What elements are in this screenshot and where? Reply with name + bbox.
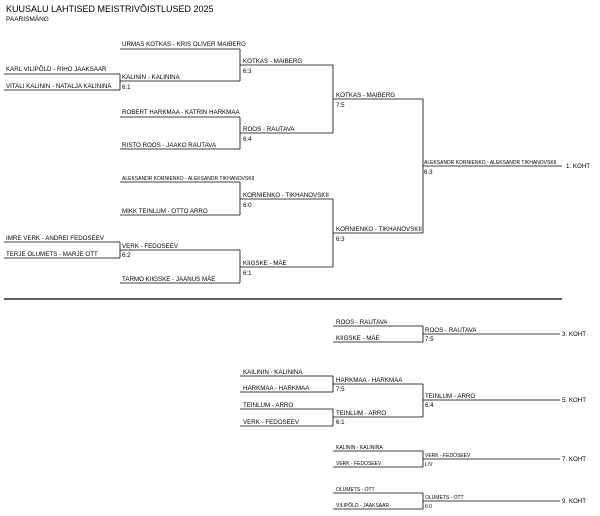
entry-sf-top: KOTKAS - MAIBERG (336, 92, 395, 99)
entry-r1-f: MIKK TEINLUM - OTTO ARRO (122, 208, 208, 215)
score-5th-ab: 7:5 (336, 386, 345, 393)
entry-r2-ab: KOTKAS - MAIBERG (243, 58, 302, 65)
score-7th: L/V (425, 462, 433, 468)
entry-r1-b: KALININ - KALININA (122, 74, 181, 81)
entry-r2-cd: ROOS - RAUTAVA (243, 126, 295, 133)
entry-r1-b1: KARL VILIPÕLD - RIHO JAAKSAAR (6, 66, 107, 73)
score-9th: 6:0 (425, 504, 432, 510)
score-r2-ef: 6:0 (243, 202, 252, 209)
score-5th-cd: 6:1 (336, 419, 345, 426)
entry-3rd-b: KIIGSKE - MÄE (336, 335, 380, 342)
entry-r1-g: VERK - FEDOSEEV (122, 243, 179, 250)
place-7: 7. KOHT (562, 456, 586, 463)
entry-r1-h: TARMO KIIGSKE - JAANUS MÄE (122, 276, 215, 283)
entry-r1-g1: IMRE VERK - ANDREI FEDOSEEV (6, 235, 105, 242)
score-sf-bot: 6:3 (336, 236, 345, 243)
entry-9th-a: OLUMETS - OTT (336, 487, 375, 493)
place-5: 5. KOHT (562, 397, 586, 404)
score-3rd: 7:5 (425, 336, 434, 343)
entry-7th-winner: VERK - FEDOSEEV (425, 453, 471, 459)
entry-3rd-winner: ROOS - RAUTAVA (425, 327, 477, 334)
entry-r2-gh: KIIGSKE - MÄE (243, 260, 287, 267)
place-3: 3. KOHT (562, 331, 586, 338)
bracket-lines (4, 48, 562, 510)
score-r1-g: 6:2 (122, 252, 131, 259)
entry-r2-ef: KORNIENKO - TIKHANOVSKII (243, 192, 329, 199)
page-subtitle: PAARISMÄNG (6, 16, 49, 23)
entry-9th-winner: OLUMETS - OTT (425, 495, 464, 501)
place-1: 1. KOHT (566, 163, 590, 170)
entry-5th-winner: TEINLUM - ARRO (425, 393, 475, 400)
entry-3rd-a: ROOS - RAUTAVA (336, 319, 388, 326)
entry-final-winner: ALEKSANDR KORNIENKO - ALEKSANDR TIKHANOV… (424, 160, 556, 166)
entry-5th-d: VERK - FEDOSEEV (243, 419, 300, 426)
entry-5th-cd: TEINLUM - ARRO (336, 410, 386, 417)
entry-r1-b2: VITALI KALININ - NATALJA KALININA (6, 83, 112, 90)
score-r1-b: 6:1 (122, 84, 131, 91)
place-9: 9. KOHT (562, 498, 586, 505)
score-r2-ab: 6:3 (243, 68, 252, 75)
entry-r1-d: RISTO ROOS - JAAKO RAUTAVA (122, 142, 217, 149)
entry-r1-c: ROBERT HARKMAA - KATRIN HARKMAA (122, 109, 240, 116)
entry-sf-bot: KORNIENKO - TIKHANOVSKII (336, 226, 422, 233)
entry-5th-b: HARKMAA - HARKMAA (243, 385, 310, 392)
page-title: KUUSALU LAHTISED MEISTRIVÕISTLUSED 2025 (6, 4, 214, 14)
entry-9th-b: VILIPÕLD - JAAKSAAR (336, 502, 389, 509)
score-r2-gh: 6:1 (243, 270, 252, 277)
entry-r1-a: URMAS KOTKAS - KRIS OLIVER MAIBERG (122, 41, 246, 48)
entry-r1-g2: TERJE OLUMETS - MARJE OTT (6, 251, 98, 258)
score-sf-top: 7:5 (336, 102, 345, 109)
entry-r1-e: ALEKSANDR KORNIENKO - ALEKSANDR TIKHANOV… (122, 176, 254, 182)
score-r2-cd: 6:4 (243, 136, 252, 143)
score-5th: 6:4 (425, 402, 434, 409)
entry-7th-b: VERK - FEDOSEEV (336, 461, 382, 467)
entry-5th-a: KAILININ - KALININA (243, 369, 303, 376)
entry-7th-a: KALININ - KALININA (336, 445, 383, 451)
entry-5th-ab: HARKMAA - HARKMAA (336, 377, 403, 384)
entry-5th-c: TEINLUM - ARRO (243, 402, 293, 409)
score-final: 6:3 (424, 169, 433, 176)
